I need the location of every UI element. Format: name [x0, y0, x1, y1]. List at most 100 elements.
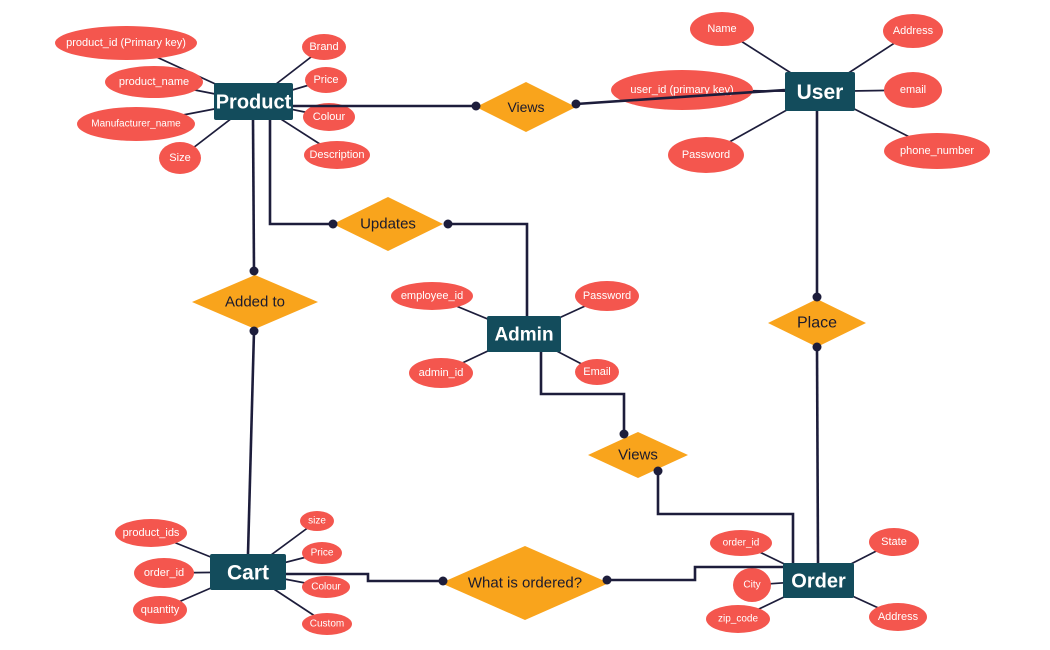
- attribute-ellipse-order-id: [134, 558, 194, 588]
- attribute-ellipse-price: [302, 542, 342, 564]
- attribute-ellipse-brand: [302, 34, 346, 60]
- attribute-ellipse-quantity: [133, 596, 187, 624]
- attribute-label: Name: [707, 23, 736, 35]
- edge-whatisordered-to-order: [607, 565, 783, 582]
- relationship-label-views-top: Views: [507, 99, 544, 115]
- attribute-label: State: [881, 536, 907, 548]
- attribute-label: Manufacturer_name: [91, 119, 181, 130]
- entity-box-admin: [487, 316, 561, 352]
- entity-box-product: [214, 83, 293, 120]
- attribute-label: phone_number: [900, 145, 974, 157]
- attribute-ellipse-product-id-primary-key-: [55, 26, 197, 60]
- attribute-label: Description: [309, 149, 364, 161]
- relationship-label-place: Place: [797, 315, 837, 332]
- attribute-ellipse-price: [305, 67, 347, 93]
- attribute-label: Price: [313, 74, 338, 86]
- attribute-ellipse-password: [575, 281, 639, 311]
- attribute-label: Email: [583, 366, 611, 378]
- attribute-ellipse-size: [159, 142, 201, 174]
- attribute-label: employee_id: [401, 290, 463, 302]
- edge-endpoint-dot-1: [571, 99, 581, 109]
- edge-endpoint-dot-3: [443, 219, 453, 229]
- attribute-ellipses: product_id (Primary key) product_nameManu…: [55, 12, 990, 635]
- attribute-ellipse-product-ids: [115, 519, 187, 547]
- relationship-diamond-place: [768, 299, 866, 347]
- edge-endpoint-dot-5: [249, 326, 259, 336]
- relationship-edges: [246, 88, 820, 583]
- edge-views-to-user: [575, 88, 786, 106]
- attribute-label: Colour: [313, 111, 346, 123]
- edge-endpoint-dot-9: [653, 466, 663, 476]
- edge-addedto-to-cart: [246, 330, 256, 555]
- edge-endpoint-dot-7: [812, 342, 822, 352]
- attribute-ellipse-colour: [302, 576, 350, 598]
- attribute-label: Address: [878, 611, 919, 623]
- attribute-label: order_id: [144, 567, 184, 579]
- entity-label-product: Product: [216, 92, 292, 114]
- edge-product-to-updates: [268, 120, 333, 226]
- edge-endpoint-dot-4: [249, 266, 259, 276]
- relationship-diamond-added-to: [192, 275, 318, 329]
- attribute-ellipse-city: [733, 568, 771, 602]
- relationship-label-what-is-ordered: What is ordered?: [468, 575, 582, 592]
- attribute-label: Colour: [311, 582, 341, 593]
- attribute-ellipse-colour: [303, 103, 355, 131]
- attribute-ellipse-size: [300, 511, 334, 531]
- relationship-diamond-updates: [333, 197, 443, 251]
- attribute-ellipse-name: [690, 12, 754, 46]
- edge-cart-to-whatisordered: [286, 572, 443, 583]
- relationship-label-updates: Updates: [360, 216, 416, 233]
- attribute-ellipse-custom: [302, 613, 352, 635]
- attribute-ellipse-phone-number: [884, 133, 990, 169]
- attribute-label: order_id: [723, 538, 760, 549]
- edge-endpoint-dot-0: [471, 101, 481, 111]
- attribute-ellipse-product-name: [105, 66, 203, 98]
- attribute-ellipse-address: [883, 14, 943, 48]
- relationship-diamond-views-bottom: [588, 432, 688, 478]
- attribute-label: City: [743, 580, 760, 591]
- entity-box-order: [783, 563, 854, 598]
- attribute-label: Price: [311, 548, 334, 559]
- attribute-ellipse-email: [575, 359, 619, 385]
- relationship-label-views-bottom: Views: [618, 447, 658, 464]
- entity-label-user: User: [797, 81, 844, 104]
- edge-endpoint-dot-11: [602, 575, 612, 585]
- entity-label-admin: Admin: [494, 325, 553, 346]
- entity-box-cart: [210, 554, 286, 590]
- attribute-label: product_id (Primary key): [66, 37, 186, 49]
- entity-label-order: Order: [791, 571, 846, 593]
- attribute-ellipse-zip-code: [706, 605, 770, 633]
- attribute-label: size: [308, 516, 326, 527]
- relationship-diamond-views-top: [476, 82, 576, 132]
- edge-endpoint-dot-2: [328, 219, 338, 229]
- edge-updates-to-admin: [448, 222, 529, 316]
- attribute-label: Custom: [310, 619, 344, 630]
- entity-box-user: [785, 72, 855, 111]
- edge-endpoint-dot-10: [438, 576, 448, 586]
- edge-place-to-order: [815, 346, 820, 564]
- attribute-ellipse-admin-id: [409, 358, 473, 388]
- attribute-ellipse-state: [869, 528, 919, 556]
- edge-product-to-addedto: [251, 119, 256, 272]
- attribute-label: product_name: [119, 76, 189, 88]
- attribute-label: email: [900, 84, 926, 96]
- attribute-ellipse-address: [869, 603, 927, 631]
- edge-admin-to-views2: [539, 352, 626, 434]
- attribute-label: Password: [682, 149, 730, 161]
- attribute-ellipse-password: [668, 137, 744, 173]
- attribute-ellipse-order-id: [710, 530, 772, 556]
- edge-endpoint-dots: [249, 99, 822, 586]
- attribute-ellipse-manufacturer-name: [77, 107, 195, 141]
- edge-views2-to-order: [656, 471, 795, 563]
- attribute-label: Address: [893, 25, 934, 37]
- attribute-label: Brand: [309, 41, 338, 53]
- attribute-label: quantity: [141, 604, 180, 616]
- attribute-label: zip_code: [718, 614, 758, 625]
- attribute-ellipse-employee-id: [391, 282, 473, 310]
- attribute-label: user_id (primary key): [630, 84, 733, 96]
- edge-endpoint-dot-8: [619, 429, 629, 439]
